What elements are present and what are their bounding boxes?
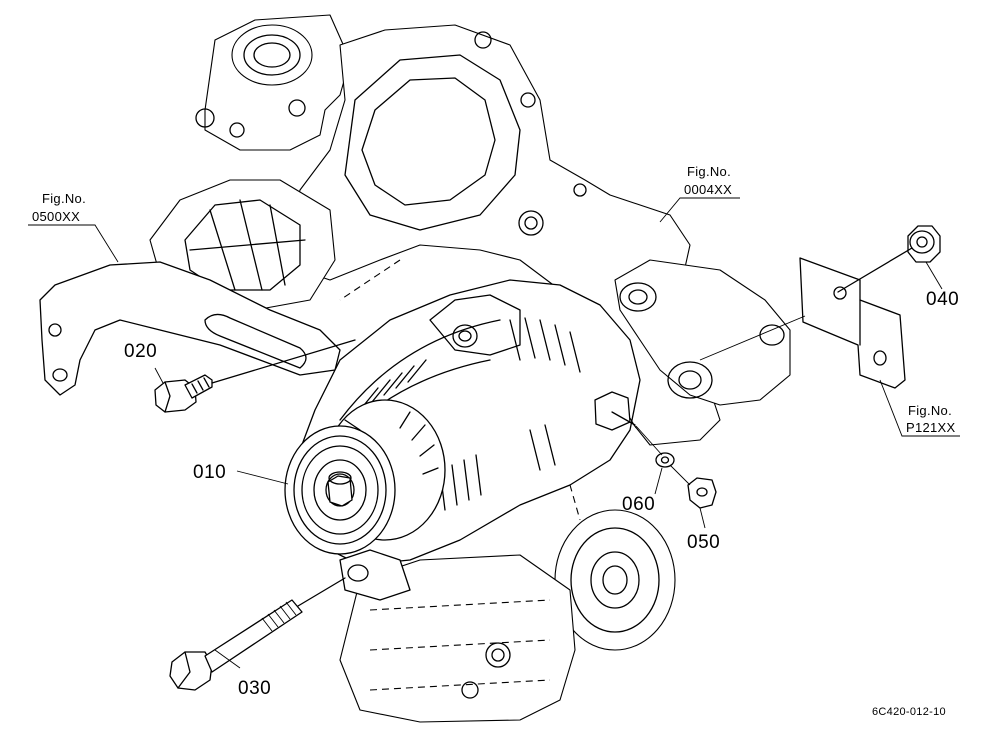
drawing-code: 6C420-012-10 [872,706,946,718]
fig-ref-0500-line1: Fig.No. [42,191,86,206]
label-040: 040 [926,289,959,310]
fig-ref-0004-line2: 0004XX [684,182,732,197]
label-020: 020 [124,341,157,362]
figure-references: Fig.No. 0500XX Fig.No. 0004XX Fig.No. P1… [32,164,956,435]
nut-050 [687,477,717,509]
stud-axis-line-2 [669,464,691,486]
alternator [284,279,641,601]
leader-lines [28,197,960,669]
stud-axis-line [635,425,663,456]
fig-ref-P121-line1: Fig.No. [908,403,952,418]
label-050: 050 [687,532,720,553]
label-060: 060 [622,494,655,515]
bolt-030-threads [261,601,297,632]
bolt-030 [169,577,346,691]
adjusting-bracket [39,261,341,396]
bracket-axis-line [699,315,806,361]
nut-040 [837,225,941,293]
label-030: 030 [238,678,271,699]
fig-ref-P121-line2: P121XX [906,420,956,435]
part-labels: 010 020 030 040 050 060 [124,289,959,699]
plate-bracket [799,257,906,389]
vent-slots [359,317,581,511]
washer-060 [655,452,675,468]
fig-ref-0500-line2: 0500XX [32,209,80,224]
bolt-020 [154,339,356,413]
label-010: 010 [193,462,226,483]
fig-ref-0004-line1: Fig.No. [687,164,731,179]
